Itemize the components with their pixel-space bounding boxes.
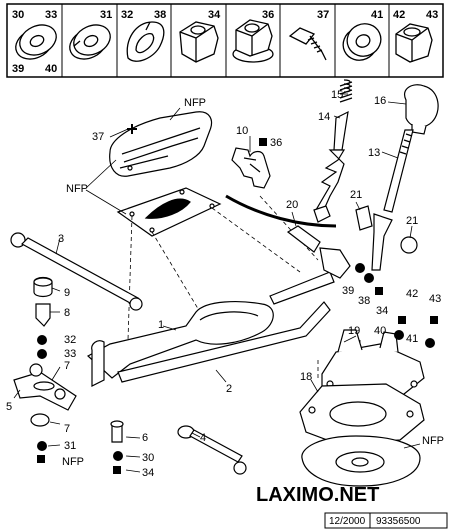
callout-18: 18 bbox=[300, 371, 312, 383]
watermark: LAXIMO.NET bbox=[256, 484, 379, 506]
callout-15: 15 bbox=[331, 89, 343, 101]
boot-plate bbox=[116, 187, 222, 237]
callout-1: 1 bbox=[158, 319, 164, 331]
parts-header-table bbox=[6, 3, 444, 78]
bushing-7b bbox=[30, 413, 50, 427]
footer-date: 12/2000 bbox=[329, 516, 366, 527]
callout-40: 40 bbox=[374, 325, 386, 337]
callout-2: 2 bbox=[226, 383, 232, 395]
flat-washer-icon bbox=[15, 24, 57, 60]
callout-6: 6 bbox=[142, 432, 148, 444]
callout-30: 30 bbox=[142, 452, 154, 464]
header-39: 39 bbox=[12, 63, 24, 75]
callout-nfp-left: NFP bbox=[66, 183, 88, 195]
nylon-nut-icon bbox=[395, 23, 433, 63]
leader-lines bbox=[13, 93, 421, 473]
rod-4 bbox=[177, 425, 247, 475]
callout-42: 42 bbox=[406, 288, 418, 300]
callout-43: 43 bbox=[429, 293, 441, 305]
callout-36: 36 bbox=[270, 137, 282, 149]
callout-16: 16 bbox=[374, 95, 386, 107]
bolt-6 bbox=[110, 420, 124, 443]
callout-8: 8 bbox=[64, 307, 70, 319]
shift-lever-13 bbox=[383, 129, 414, 213]
housing-19 bbox=[321, 329, 425, 399]
ball-joint-21 bbox=[355, 205, 418, 271]
footer-ref: 93356500 bbox=[376, 516, 421, 527]
callout-20: 20 bbox=[286, 199, 298, 211]
seal-plate bbox=[301, 435, 421, 487]
bracket-10 bbox=[231, 147, 271, 189]
bush-8 bbox=[35, 303, 51, 327]
callout-39: 39 bbox=[342, 285, 354, 297]
callout-nfp-br: NFP bbox=[422, 435, 444, 447]
callout-34r: 34 bbox=[376, 305, 388, 317]
header-41: 41 bbox=[371, 9, 383, 21]
callout-10: 10 bbox=[236, 125, 248, 137]
callout-3: 3 bbox=[58, 233, 64, 245]
header-31: 31 bbox=[100, 9, 112, 21]
spring-15-coil bbox=[343, 79, 351, 93]
callout-41: 41 bbox=[406, 333, 418, 345]
rod-3 bbox=[10, 232, 143, 311]
callout-37: 37 bbox=[92, 131, 104, 143]
header-40: 40 bbox=[45, 63, 57, 75]
callout-33: 33 bbox=[64, 348, 76, 360]
circlip-icon bbox=[69, 24, 111, 60]
bushing-7a bbox=[33, 381, 55, 391]
callout-19: 19 bbox=[348, 325, 360, 337]
header-42: 42 bbox=[393, 9, 405, 21]
header-37: 37 bbox=[317, 9, 329, 21]
rod-2 bbox=[117, 301, 331, 383]
spring-washer-icon bbox=[126, 21, 165, 62]
cap-9 bbox=[33, 276, 53, 298]
flange-nut-icon bbox=[232, 19, 274, 63]
callout-38: 38 bbox=[358, 295, 370, 307]
selector-lever-5 bbox=[13, 363, 77, 411]
callout-5: 5 bbox=[6, 401, 12, 413]
callout-31: 31 bbox=[64, 440, 76, 452]
callout-7b: 7 bbox=[64, 423, 70, 435]
fastener-markers bbox=[37, 138, 438, 474]
header-43: 43 bbox=[426, 9, 438, 21]
cup-washer-icon bbox=[342, 23, 382, 61]
callout-nfp-top: NFP bbox=[184, 97, 206, 109]
hex-nut-icon bbox=[179, 21, 219, 63]
header-30: 30 bbox=[12, 9, 24, 21]
header-33: 33 bbox=[45, 9, 57, 21]
callout-32: 32 bbox=[64, 334, 76, 346]
callout-7a: 7 bbox=[64, 360, 70, 372]
plug-37 bbox=[127, 124, 137, 134]
callout-9: 9 bbox=[64, 287, 70, 299]
callout-21b: 21 bbox=[406, 215, 418, 227]
header-38: 38 bbox=[154, 9, 166, 21]
lever-14 bbox=[313, 110, 349, 223]
header-36: 36 bbox=[262, 9, 274, 21]
header-34: 34 bbox=[208, 9, 221, 21]
base-plate-18 bbox=[299, 383, 425, 445]
footer-box: 12/2000 93356500 bbox=[324, 512, 448, 529]
gear-knob-16 bbox=[404, 84, 439, 135]
screw-icon bbox=[288, 27, 327, 61]
header-32: 32 bbox=[121, 9, 133, 21]
gaiter-plate bbox=[109, 111, 213, 177]
callout-21a: 21 bbox=[350, 189, 362, 201]
support-bracket-1 bbox=[86, 301, 274, 387]
callout-13: 13 bbox=[368, 147, 380, 159]
callout-14: 14 bbox=[318, 111, 330, 123]
callout-nfp-bl: NFP bbox=[62, 456, 84, 468]
joint-20 bbox=[286, 225, 351, 279]
callout-34b: 34 bbox=[142, 467, 154, 479]
assembly-guides bbox=[127, 195, 361, 380]
link-shaft bbox=[269, 271, 335, 305]
callout-4: 4 bbox=[200, 432, 206, 444]
